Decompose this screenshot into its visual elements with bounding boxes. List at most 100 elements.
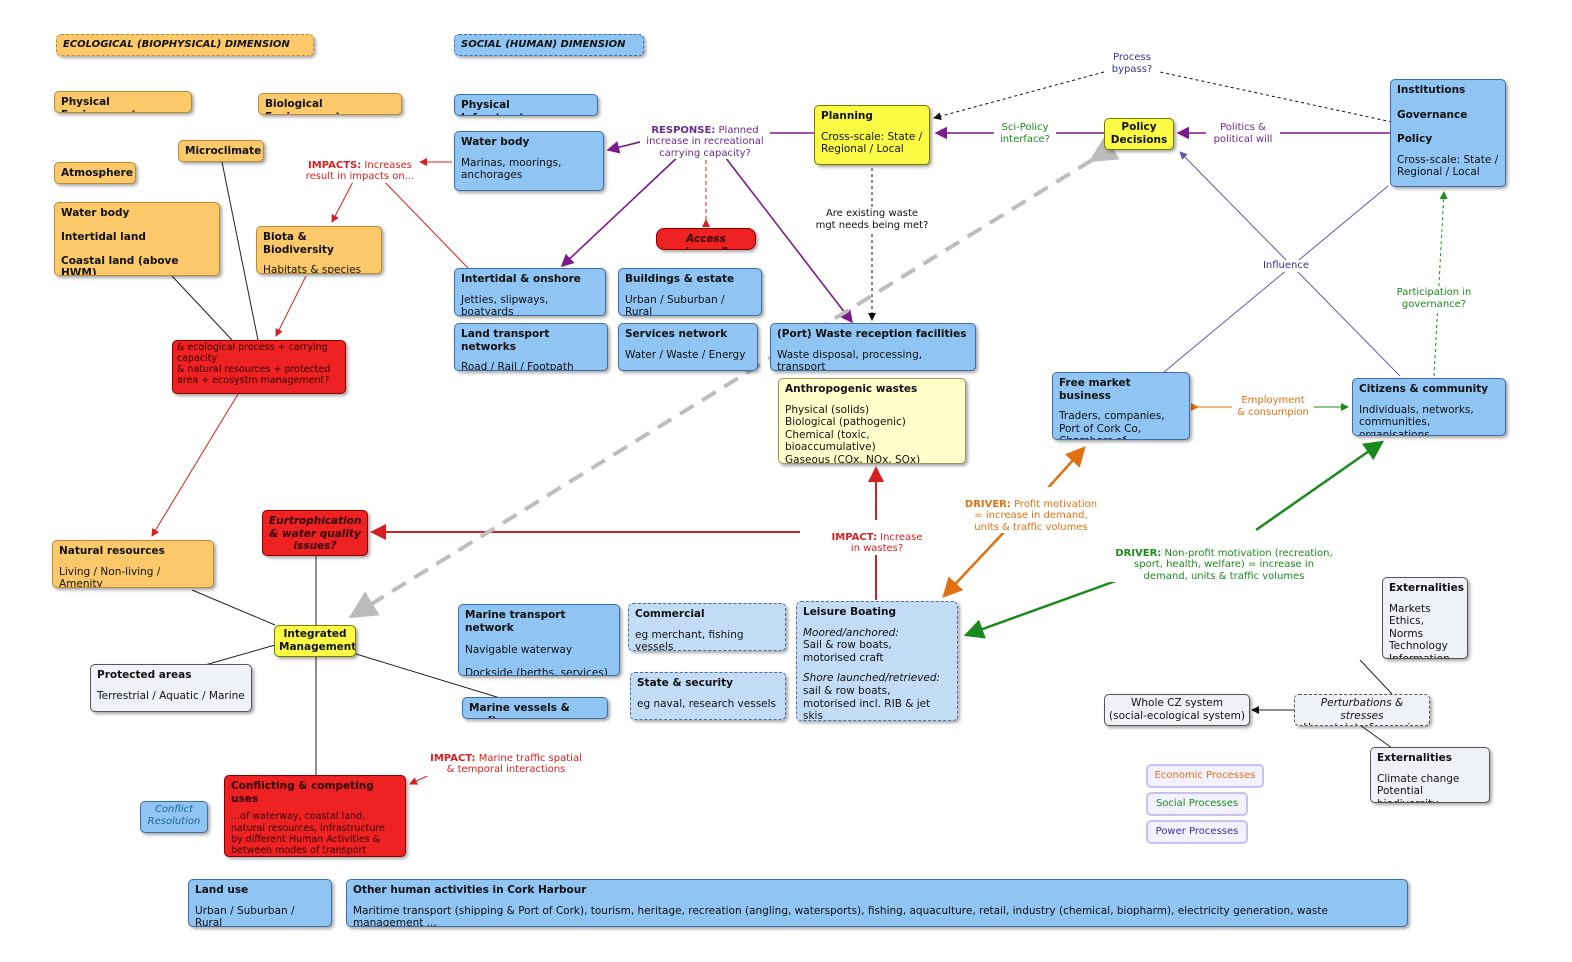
externalities-top-sub: Markets Ethics, Norms Technology Informa… bbox=[1389, 602, 1450, 659]
other-activities-node: Other human activities in Cork Harbour M… bbox=[346, 879, 1408, 927]
whole-cz-system-node: Whole CZ system (social-ecological syste… bbox=[1104, 694, 1250, 726]
buildings-estate-node: Buildings & estate Urban / Suburban / Ru… bbox=[618, 268, 762, 316]
politics-label: Politics & political will bbox=[1206, 122, 1280, 145]
atmosphere-node: Atmosphere bbox=[54, 162, 136, 184]
impact-wastes-label: IMPACT: Increase in wastes? bbox=[824, 520, 930, 555]
marine-transport-sub1: Navigable waterway bbox=[465, 644, 573, 657]
externalities-bottom-title: Externalities bbox=[1377, 752, 1453, 764]
impacts-increases-label: IMPACTS: Increases result in impacts on.… bbox=[302, 148, 418, 183]
biota-sub: Habitats & species bbox=[263, 264, 362, 274]
driver-profit-label: DRIVER: Profit motivation = increase in … bbox=[956, 487, 1106, 533]
marine-vessels-node: Marine vessels & craft bbox=[462, 697, 608, 719]
legend-social-processes: Social Processes bbox=[1146, 792, 1248, 816]
integrated-management-node: Integrated Management bbox=[274, 625, 356, 657]
waste-facilities-sub: Waste disposal, processing, transport bbox=[777, 348, 923, 371]
natural-resources-title: Natural resources bbox=[59, 545, 165, 557]
biota-title: Biota & Biodiversity bbox=[263, 231, 334, 256]
waste-needs-label: Are existing waste mgt needs being met? bbox=[810, 208, 934, 231]
citizens-sub: Individuals, networks, communities, orga… bbox=[1359, 403, 1474, 436]
state-security-node: State & security eg naval, research vess… bbox=[630, 672, 786, 720]
marine-transport-node: Marine transport network Navigable water… bbox=[458, 604, 620, 676]
water-body-sub: Marinas, moorings, anchorages bbox=[461, 156, 562, 182]
externalities-bottom-sub: Climate change Potential biodiversity bbox=[1377, 772, 1460, 802]
externality-links bbox=[1251, 659, 1393, 749]
legend-economic-processes: Economic Processes bbox=[1146, 764, 1264, 788]
impact-traffic-key: IMPACT: bbox=[430, 752, 476, 764]
free-market-node: Free market business Traders, companies,… bbox=[1052, 372, 1190, 440]
leisure-moored-text: Sail & row boats, motorised craft bbox=[803, 639, 892, 664]
driver-nonprofit-text: Non-profit motivation (recreation, sport… bbox=[1134, 547, 1333, 582]
ecological-process-issue-node: & ecological process + carrying capacity… bbox=[172, 340, 346, 394]
access-issues-node: Access issues? bbox=[656, 228, 756, 250]
policy-line: Policy bbox=[1397, 133, 1433, 146]
buildings-estate-sub: Urban / Suburban / Rural bbox=[625, 293, 725, 316]
dashed-links bbox=[868, 71, 1393, 321]
response-key: RESPONSE: bbox=[651, 124, 716, 136]
institutions-node: Institutions Governance Policy Cross-sca… bbox=[1390, 79, 1506, 187]
response-text: Planned increase in recreational carryin… bbox=[646, 124, 764, 159]
biological-environment-node: Biological Environment bbox=[258, 93, 402, 115]
state-security-sub: eg naval, research vessels bbox=[637, 697, 777, 710]
sci-policy-label: Sci-Policy interface? bbox=[994, 122, 1056, 145]
physical-environment-node: Physical Environment bbox=[54, 91, 192, 113]
impact-wastes-text: Increase in wastes? bbox=[850, 531, 923, 555]
free-market-title: Free market business bbox=[1059, 377, 1131, 402]
protected-areas-title: Protected areas bbox=[97, 669, 192, 681]
institutions-sub: Cross-scale: State / Regional / Local bbox=[1397, 153, 1499, 179]
leisure-boating-node: Leisure Boating Moored/anchored: Sail & … bbox=[796, 601, 958, 721]
land-use-title: Land use bbox=[195, 884, 249, 896]
impact-traffic-text: Marine traffic spatial & temporal intera… bbox=[446, 752, 582, 776]
participation-arrow bbox=[1433, 191, 1448, 377]
planning-title: Planning bbox=[821, 110, 873, 122]
ecological-links bbox=[171, 161, 501, 775]
leisure-boating-title: Leisure Boating bbox=[803, 606, 897, 618]
perturbations-node: Perturbations & stresses Uncertainty & s… bbox=[1294, 694, 1430, 726]
services-network-sub: Water / Waste / Energy bbox=[625, 348, 746, 361]
waste-facilities-node: (Port) Waste reception facilities Waste … bbox=[770, 323, 976, 371]
services-network-node: Services network Water / Waste / Energy bbox=[618, 323, 758, 371]
intertidal-onshore-title: Intertidal & onshore bbox=[461, 273, 581, 285]
conflicting-sub: ...of waterway, coastal land, natural re… bbox=[231, 811, 385, 857]
externalities-bottom-node: Externalities Climate change Potential b… bbox=[1370, 747, 1490, 803]
citizens-community-node: Citizens & community Individuals, networ… bbox=[1352, 378, 1506, 436]
impacts-text: Increases result in impacts on... bbox=[305, 159, 415, 183]
state-security-title: State & security bbox=[637, 677, 733, 689]
response-label: RESPONSE: Planned increase in recreation… bbox=[640, 113, 770, 159]
commercial-node: Commercial eg merchant, fishing vessels bbox=[628, 603, 786, 651]
impact-waste-arrows bbox=[370, 466, 884, 600]
land-use-sub: Urban / Suburban / Rural bbox=[195, 904, 295, 927]
eutrophication-issue-node: Eurtrophication & water quality issues? bbox=[262, 510, 368, 556]
driver-nonprofit-key: DRIVER: bbox=[1115, 547, 1162, 559]
employment-label: Employment & consumpion bbox=[1232, 395, 1314, 418]
governance-line: Governance bbox=[1397, 108, 1468, 121]
land-transport-title: Land transport networks bbox=[461, 328, 550, 353]
land-use-node: Land use Urban / Suburban / Rural bbox=[188, 879, 332, 927]
water-body-node: Water body Marinas, moorings, anchorages bbox=[454, 131, 604, 191]
natural-resources-sub: Living / Non-living / Amenity bbox=[59, 565, 161, 588]
other-activities-sub: Maritime transport (shipping & Port of C… bbox=[353, 904, 1328, 927]
impacts-key: IMPACTS: bbox=[308, 159, 362, 171]
conflict-resolution-node: Conflict Resolution bbox=[140, 801, 208, 833]
conflicting-title: Conflicting & competing uses bbox=[231, 780, 374, 805]
legend-power-processes: Power Processes bbox=[1146, 820, 1248, 844]
protected-areas-node: Protected areas Terrestrial / Aquatic / … bbox=[90, 664, 252, 712]
free-market-sub: Traders, companies, Port of Cork Co, Cha… bbox=[1059, 410, 1165, 439]
leisure-shore-text: sail & row boats, motorised incl. RIB & … bbox=[803, 684, 931, 721]
institutions-line: Institutions bbox=[1397, 84, 1466, 96]
land-transport-node: Land transport networks Road / Rail / Fo… bbox=[454, 323, 608, 371]
marine-transport-title: Marine transport network bbox=[465, 609, 566, 634]
anthropogenic-wastes-sub: Physical (solids) Biological (pathogenic… bbox=[785, 403, 921, 464]
waste-facilities-title: (Port) Waste reception facilities bbox=[777, 328, 967, 340]
participation-label: Participation in governance? bbox=[1392, 287, 1476, 310]
externalities-top-title: Externalities bbox=[1389, 582, 1465, 594]
grey-feedback-arrow bbox=[348, 135, 1120, 619]
driver-profit-text: Profit motivation = increase in demand, … bbox=[974, 498, 1098, 533]
marine-transport-sub2: Dockside (berths, services) bbox=[465, 666, 608, 676]
leisure-moored-label: Moored/anchored: bbox=[803, 626, 899, 639]
natural-resources-node: Natural resources Living / Non-living / … bbox=[52, 540, 214, 588]
protected-areas-sub: Terrestrial / Aquatic / Marine bbox=[97, 689, 245, 702]
services-network-title: Services network bbox=[625, 328, 728, 340]
driver-nonprofit-label: DRIVER: Non-profit motivation (recreatio… bbox=[1106, 536, 1342, 582]
microclimate-node: Microclimate bbox=[178, 140, 264, 162]
commercial-title: Commercial bbox=[635, 608, 705, 620]
